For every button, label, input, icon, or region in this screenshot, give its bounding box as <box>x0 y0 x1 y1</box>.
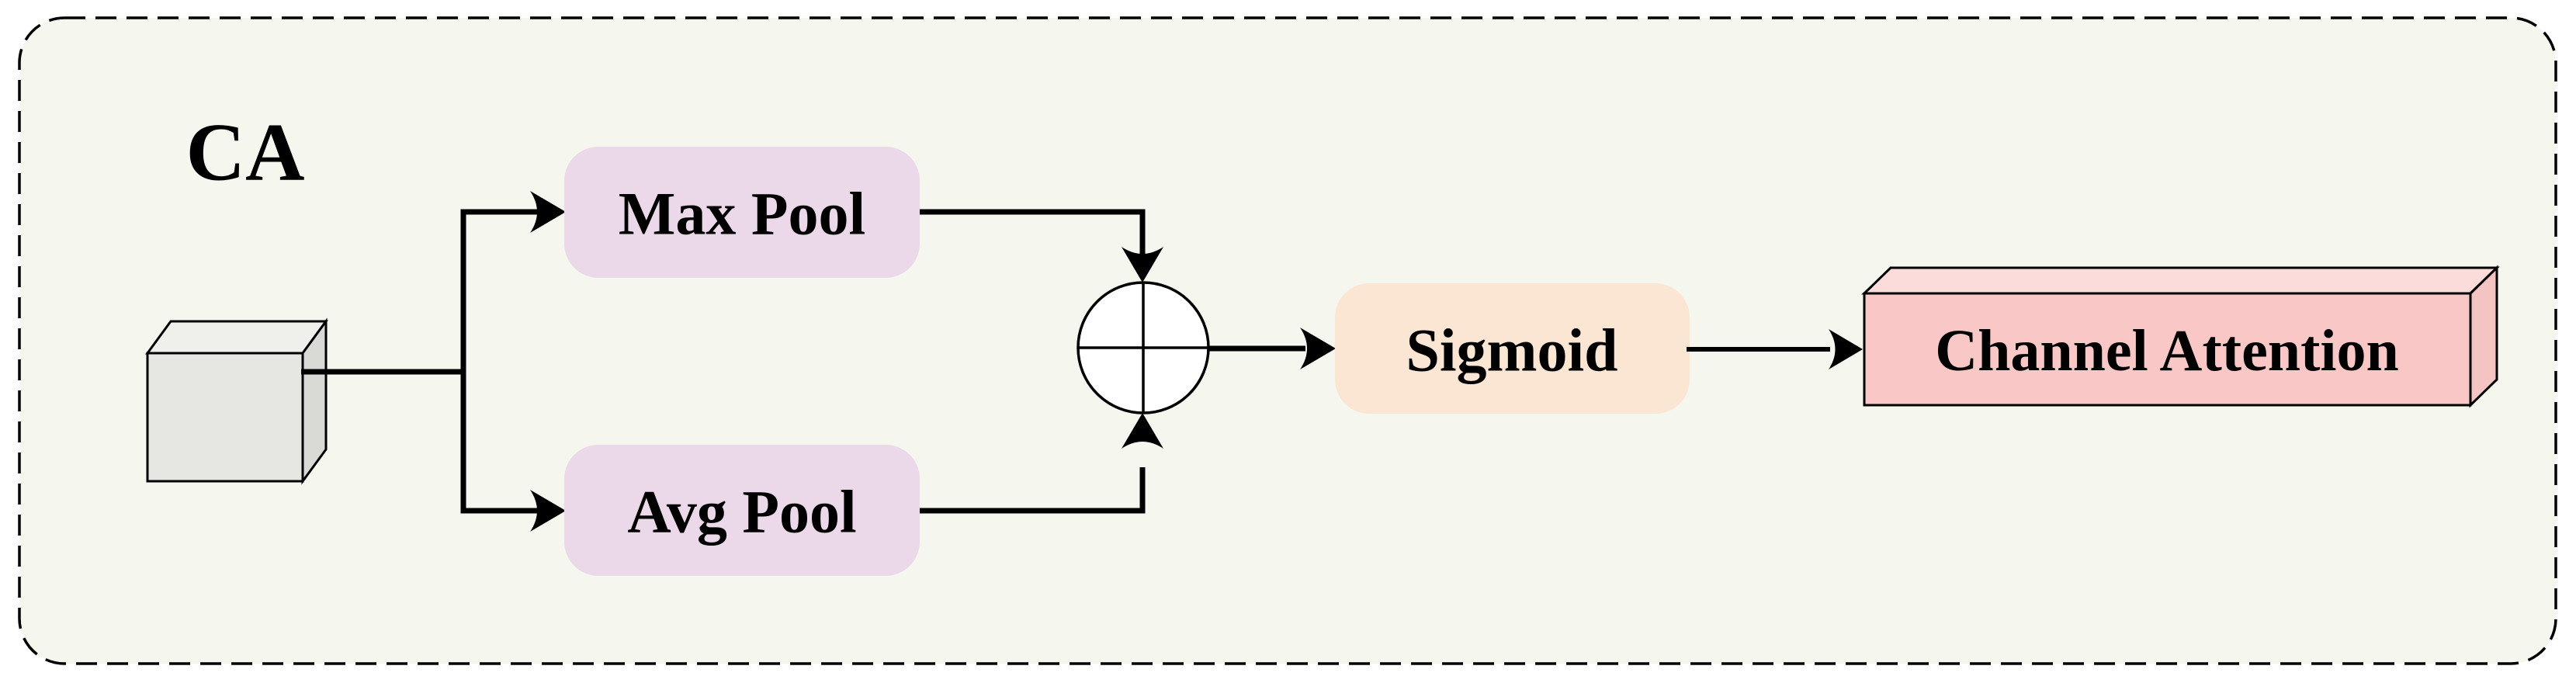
max-pool-label: Max Pool <box>619 180 865 248</box>
arrowhead-into-add-top <box>1122 247 1163 283</box>
arrowhead-into-max-pool <box>530 191 566 233</box>
add-node <box>1077 281 1210 414</box>
cube-front-face <box>146 352 304 483</box>
channel-attention-label: Channel Attention <box>1935 318 2399 383</box>
connector-max-pool-to-add <box>920 209 1146 255</box>
input-tensor-cube <box>145 317 328 485</box>
module-title: CA <box>185 107 304 198</box>
sigmoid-node: Sigmoid <box>1335 283 1690 414</box>
attention-front-face <box>1863 292 2472 407</box>
arrowhead-into-attention <box>1829 329 1863 369</box>
avg-pool-box <box>564 445 920 576</box>
cube-top-face <box>145 320 328 355</box>
connector-avg-pool-to-add <box>920 467 1146 514</box>
max-pool-node: Max Pool <box>564 147 920 278</box>
max-pool-box <box>564 147 920 278</box>
arrowhead-into-avg-pool <box>530 490 566 532</box>
avg-pool-node: Avg Pool <box>564 445 920 576</box>
attention-side-face <box>2469 265 2498 408</box>
arrowhead-into-sigmoid <box>1300 328 1336 369</box>
sigmoid-label: Sigmoid <box>1406 317 1617 384</box>
avg-pool-label: Avg Pool <box>627 478 856 546</box>
attention-top-face <box>1861 266 2500 295</box>
channel-attention-node: Channel Attention <box>1861 265 2500 408</box>
arrowhead-into-add-bottom <box>1122 413 1163 449</box>
sigmoid-box <box>1335 283 1690 414</box>
